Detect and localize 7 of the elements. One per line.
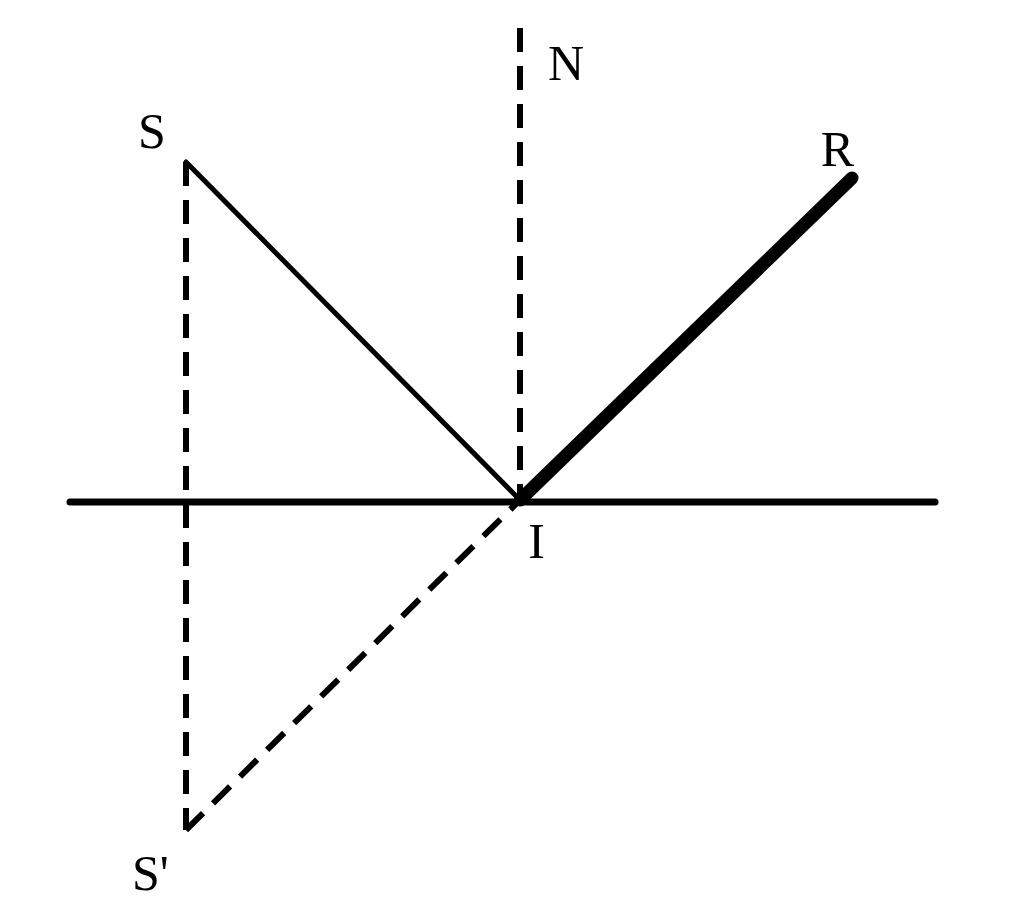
ray-line xyxy=(513,171,859,507)
dashed-line xyxy=(183,162,189,830)
point-label: S' xyxy=(132,848,169,898)
point-label: S xyxy=(138,106,166,156)
point-label: R xyxy=(820,124,854,174)
point-label: N xyxy=(547,38,584,88)
point-label: I xyxy=(528,516,545,566)
